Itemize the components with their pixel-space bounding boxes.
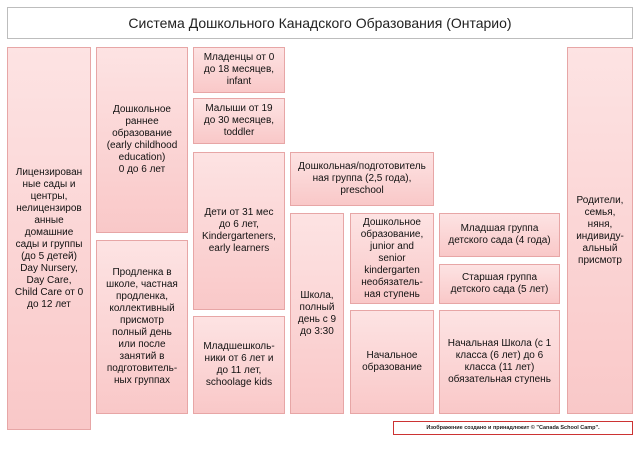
- schoolage-box: Младшешколь- ники от 6 лет и до 11 лет, …: [193, 316, 285, 414]
- school-box: Школа, полный день с 9 до 3:30: [290, 213, 344, 414]
- junior-kindergarten-box: Младшая группа детского сада (4 года): [439, 213, 560, 257]
- preschool-box: Дошкольная/подготовитель ная группа (2,5…: [290, 152, 434, 206]
- senior-kindergarten-box: Старшая группа детского сада (5 лет): [439, 264, 560, 304]
- toddler-box: Малыши от 19 до 30 месяцев, toddler: [193, 98, 285, 144]
- extended-care-box: Продленка в школе, частная продленка, ко…: [96, 240, 188, 414]
- diagram-title: Система Дошкольного Канадского Образован…: [7, 7, 633, 39]
- kindergarten-optional-box: Дошкольное образование, junior and senio…: [350, 213, 434, 304]
- early-education-box: Дошкольное раннее образование (early chi…: [96, 47, 188, 233]
- copyright-credit: Изображение создано и принадлежит © "Can…: [393, 421, 633, 435]
- parents-box: Родители, семья, няня, индивиду- альный …: [567, 47, 633, 414]
- infant-box: Младенцы от 0 до 18 месяцев, infant: [193, 47, 285, 93]
- primary-education-box: Начальное образование: [350, 310, 434, 414]
- kindergarteners-box: Дети от 31 мес до 6 лет, Kindergarteners…: [193, 152, 285, 310]
- elementary-school-box: Начальная Школа (с 1 класса (6 лет) до 6…: [439, 310, 560, 414]
- licensed-care-box: Лицензирован ные сады и центры, нелиценз…: [7, 47, 91, 430]
